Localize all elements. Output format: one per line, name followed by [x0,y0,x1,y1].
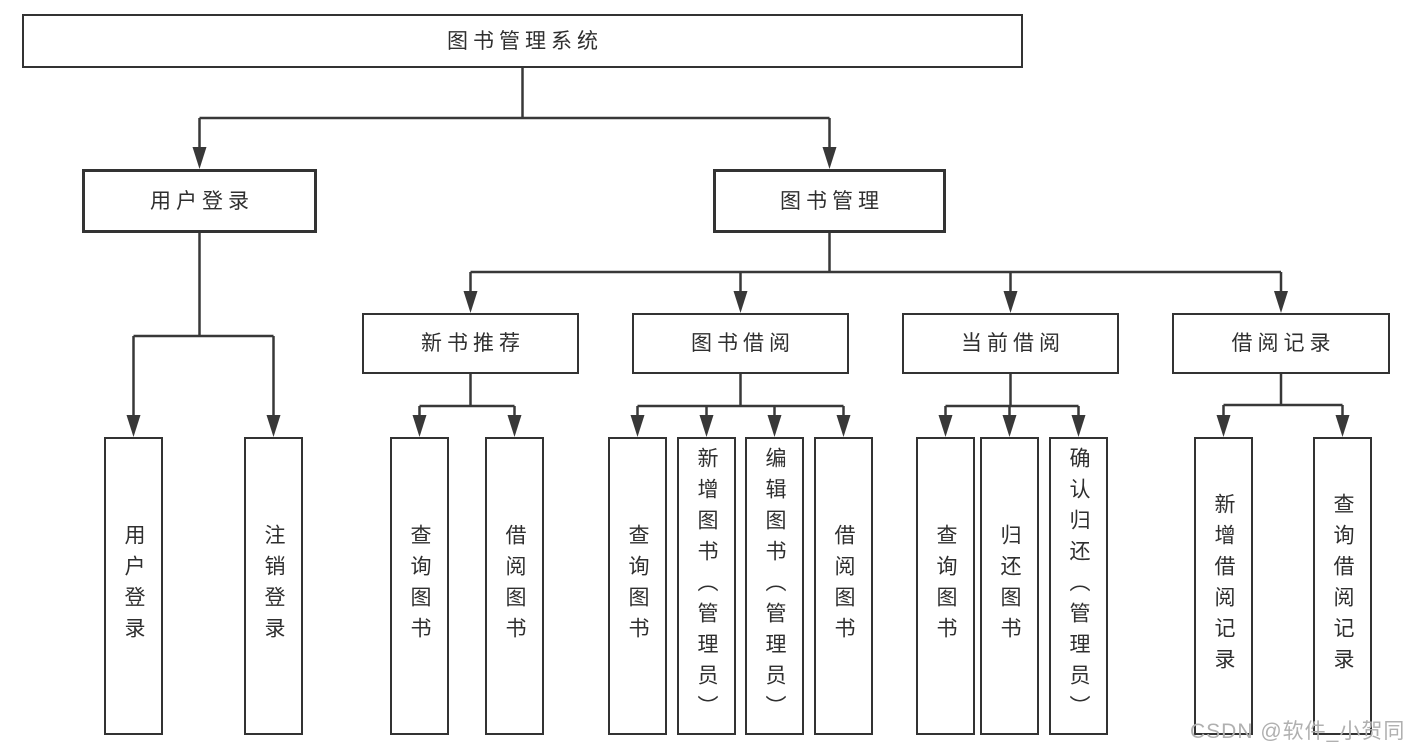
node-book-management-label: 图书管理 [780,189,884,213]
arrow-down-icons [126,147,1350,437]
watermark: CSDN @软件_小贺同学 [1190,720,1405,743]
leaf-return-books-label: 归还图书 [998,524,1021,648]
leaf-add-books-admin-label: 新增图书（管理员） [695,446,718,726]
node-library-system: 图书管理系统 [22,14,1023,68]
leaf-confirm-return-admin-label: 确认归还（管理员） [1067,446,1090,726]
connector-path [132,68,1344,422]
node-user-login: 用户登录 [82,169,317,233]
node-book-borrow-label: 图书借阅 [691,332,795,355]
leaf-logout: 注销登录 [244,437,303,735]
leaf-edit-books-admin-label: 编辑图书（管理员） [763,446,786,726]
leaf-user-login-label: 用户登录 [122,524,145,648]
leaf-add-borrow-record: 新增借阅记录 [1194,437,1253,735]
leaf-recommend-query-books-label: 查询图书 [408,524,431,648]
leaf-current-query-books: 查询图书 [916,437,975,735]
leaf-borrow-query-books: 查询图书 [608,437,667,735]
node-borrow-records-label: 借阅记录 [1231,332,1336,355]
leaf-add-borrow-record-label: 新增借阅记录 [1212,493,1235,679]
leaf-add-books-admin: 新增图书（管理员） [677,437,736,735]
leaf-borrow-books-label: 借阅图书 [832,524,855,648]
node-current-borrow-label: 当前借阅 [961,332,1065,355]
node-library-system-label: 图书管理系统 [447,29,603,53]
leaf-borrow-query-books-label: 查询图书 [626,524,649,648]
leaf-user-login: 用户登录 [104,437,163,735]
leaf-return-books: 归还图书 [980,437,1039,735]
node-current-borrow: 当前借阅 [902,313,1119,374]
leaf-query-borrow-record-label: 查询借阅记录 [1331,493,1354,679]
node-user-login-label: 用户登录 [150,189,254,213]
leaf-recommend-borrow-books: 借阅图书 [485,437,544,735]
leaf-borrow-books: 借阅图书 [814,437,873,735]
leaf-recommend-query-books: 查询图书 [390,437,449,735]
node-book-management: 图书管理 [713,169,946,233]
node-book-borrow: 图书借阅 [632,313,849,374]
leaf-logout-label: 注销登录 [262,524,285,648]
node-new-book-recommend: 新书推荐 [362,313,579,374]
leaf-current-query-books-label: 查询图书 [934,524,957,648]
leaf-query-borrow-record: 查询借阅记录 [1313,437,1372,735]
leaf-recommend-borrow-books-label: 借阅图书 [503,524,526,648]
leaf-edit-books-admin: 编辑图书（管理员） [745,437,804,735]
leaf-confirm-return-admin: 确认归还（管理员） [1049,437,1108,735]
node-new-book-recommend-label: 新书推荐 [421,332,525,355]
node-borrow-records: 借阅记录 [1172,313,1390,374]
